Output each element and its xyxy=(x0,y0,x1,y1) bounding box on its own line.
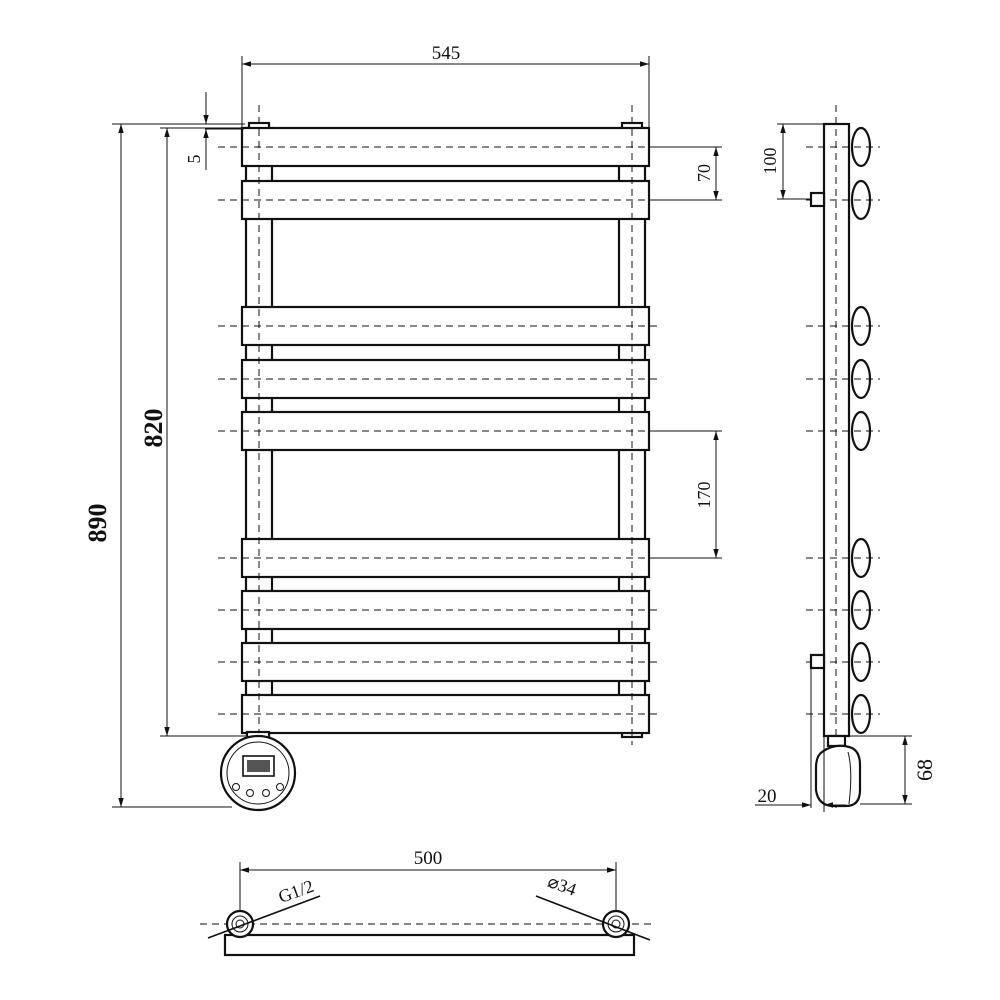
bar-centre-lines xyxy=(218,146,662,715)
heating-element-controller xyxy=(219,730,297,812)
dimension-100: 100 xyxy=(760,123,824,200)
side-view xyxy=(806,105,880,810)
dimension-170: 170 xyxy=(649,430,722,559)
controller-display xyxy=(242,755,275,777)
g12-leader xyxy=(207,895,321,939)
dimension-820: 820 xyxy=(139,127,246,737)
dimension-500-label: 500 xyxy=(414,848,443,869)
dimension-100-label: 100 xyxy=(760,148,780,175)
wall-bracket-top xyxy=(809,191,826,208)
left-pipe-section xyxy=(225,909,255,939)
dimension-70-label: 70 xyxy=(694,164,714,182)
controller-button-icon xyxy=(246,789,254,797)
diameter-34-label: ⌀34 xyxy=(545,871,579,900)
diameter-leader xyxy=(535,895,651,941)
dimension-20-label: 20 xyxy=(758,786,777,807)
dimension-820-label: 820 xyxy=(139,409,168,448)
dimension-170-label: 170 xyxy=(694,482,714,509)
dimension-5: 5 xyxy=(184,92,244,170)
dimension-545-label: 545 xyxy=(432,43,461,64)
dimension-70: 70 xyxy=(649,146,722,201)
controller-display-inner xyxy=(247,760,270,772)
controller-inner-ring xyxy=(226,741,290,805)
controller-button-icon xyxy=(276,783,284,791)
wall-bracket-bottom xyxy=(809,653,826,670)
controller-body xyxy=(219,734,297,812)
dimension-5-label: 5 xyxy=(184,155,204,164)
controller-button-icon xyxy=(262,789,270,797)
dimension-500: 500 xyxy=(239,848,617,910)
controller-button-icon xyxy=(232,783,240,791)
front-view xyxy=(218,105,662,812)
dimension-68-label: 68 xyxy=(912,759,937,781)
dimension-545: 545 xyxy=(241,43,650,128)
bottom-view: G1/2 ⌀34 xyxy=(200,871,655,957)
dimension-890-label: 890 xyxy=(83,504,112,543)
dimension-68: 68 xyxy=(849,735,937,805)
heating-element-side xyxy=(814,734,862,808)
right-pipe-section xyxy=(601,909,631,939)
dimension-20: 20 xyxy=(755,736,846,812)
dimension-890: 890 xyxy=(83,123,245,808)
g12-label: G1/2 xyxy=(276,876,317,907)
bottom-bar-profile xyxy=(223,933,636,957)
